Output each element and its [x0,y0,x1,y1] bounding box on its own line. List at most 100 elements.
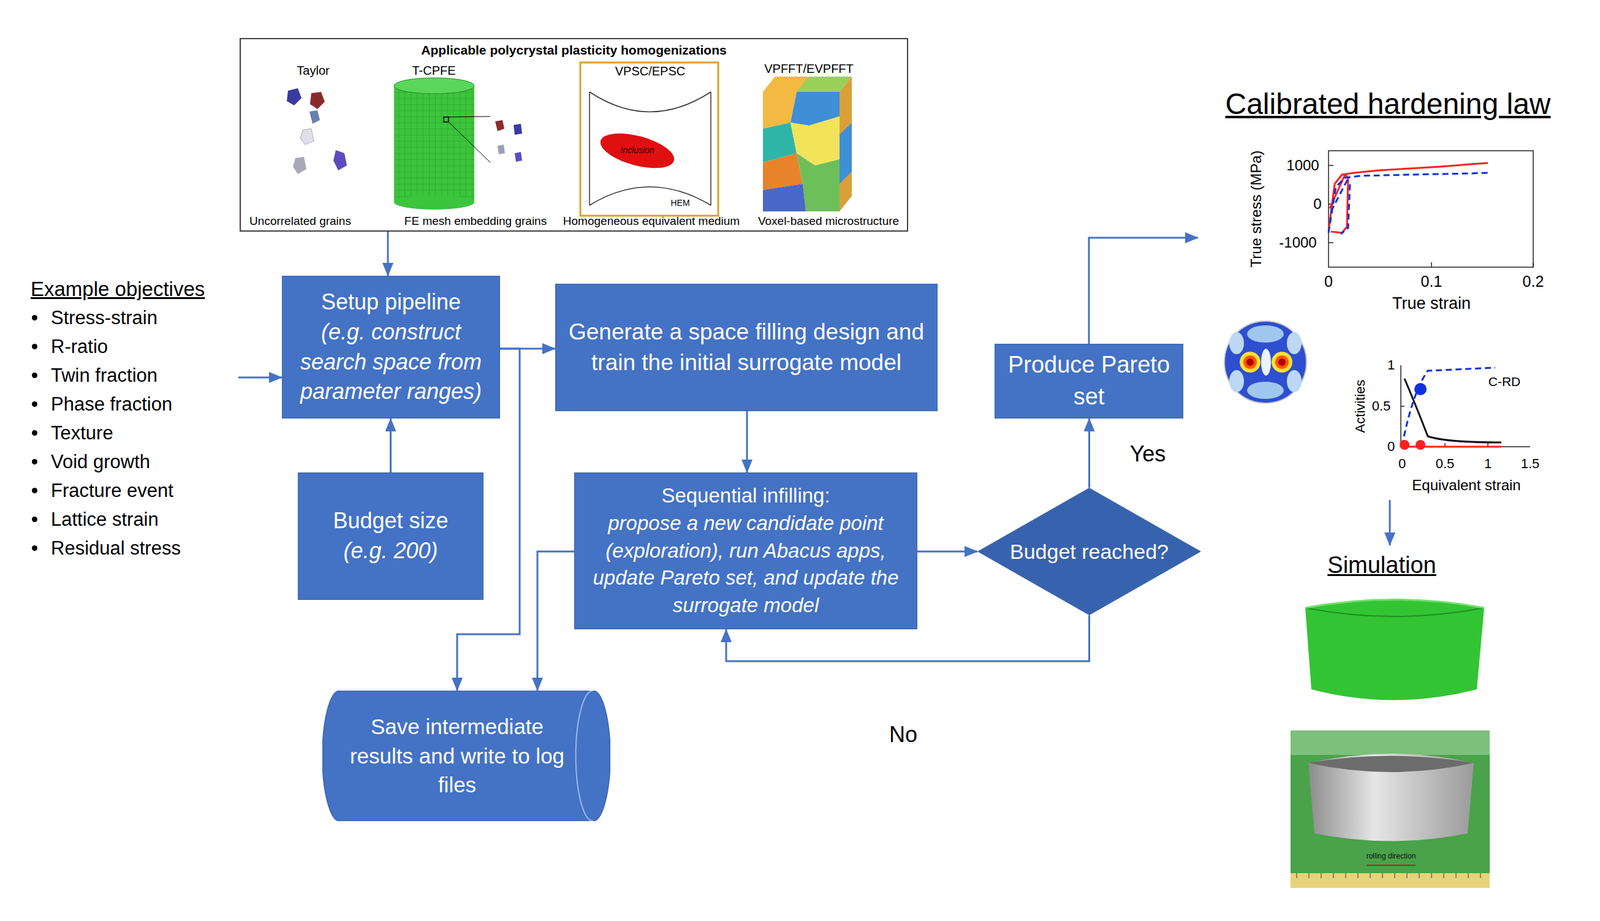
flow-arrow [387,231,390,276]
node-text: Residual stress [50,533,181,563]
bullet-dot [31,487,38,494]
caption-label: Inclusion [620,145,654,156]
cylinder-body [322,690,611,822]
text-stack: Save intermediate results and write to l… [322,690,611,822]
flow-arrow [1088,418,1091,488]
text-stack: Setup pipeline(e.g. construct search spa… [282,276,500,418]
process-box: Setup pipeline(e.g. construct search spa… [281,275,501,419]
axis-label: 0.2 [1522,273,1545,291]
bullet-row: Stress-strain [24,303,158,333]
text-stack: Simulation [1268,545,1496,892]
caption-label: Homogeneous equivalent medium [563,215,740,228]
bullet-row: Twin fraction [24,360,158,390]
caption-label: T-CPFE [411,63,456,78]
node-text: Generate a space filling design and trai… [565,316,928,379]
caption-label: Voxel-based microstructure [758,215,899,228]
node-text: Budget size [332,506,448,537]
caption-label: Uncorrelated grains [249,215,352,228]
axis-label: Activities [1353,379,1368,434]
text-stack: Produce Pareto set [995,344,1183,418]
heading-text: Applicable polycrystal plasticity homoge… [420,41,727,60]
node-text: propose a new candidate point (explorati… [584,509,907,621]
axis-label: -1000 [1278,234,1317,251]
bullet-row: Void growth [24,447,151,477]
bullet-row: Residual stress [24,533,181,563]
storage-cylinder: Save intermediate results and write to l… [322,690,611,822]
heading-text: Simulation [1327,551,1436,580]
bullet-dot [31,314,38,321]
axis-label: 1 [1484,456,1492,472]
node-text: Twin fraction [50,360,158,390]
bullet-row: Phase fraction [24,389,173,419]
node-text: (e.g. construct search space from parame… [291,317,491,408]
caption-label: HEM [670,198,690,208]
bullet-dot [31,401,38,407]
axis-label: 1000 [1286,157,1319,174]
caption-label: Taylor [296,63,330,78]
axis-label: 0 [1398,456,1406,472]
caption-label: VPFFT/EVPFFT [764,61,854,76]
text-stack: Calibrated hardening law [1198,86,1578,501]
axis-label: True strain [1392,294,1471,314]
bullet-row: R-ratio [24,332,108,361]
axis-label: 1 [1387,357,1395,373]
axis-label: 0.5 [1372,398,1392,414]
flow-arrow [537,551,575,691]
axis-label: 0 [1324,273,1333,291]
edge-label: Yes [1127,441,1169,467]
decision-diamond: Budget reached? [977,487,1202,616]
node-text: Lattice strain [50,504,159,534]
node-text: R-ratio [50,332,108,361]
bullet-row: Texture [24,418,114,448]
axis-label: 0 [1387,439,1395,455]
node-text: Fracture event [50,476,174,505]
cylinder-end [576,690,594,822]
axis-label: 0 [1313,196,1322,213]
result-panel: Calibrated hardening law [1198,86,1578,501]
bullet-row: Lattice strain [24,504,159,534]
bullet-dot [31,458,38,465]
bullet-row: Fracture event [24,476,174,505]
axis-label: 0.1 [1421,273,1443,291]
bullet-dot [31,372,38,379]
flow-arrow [746,411,749,473]
node-text: Stress-strain [50,303,158,333]
axis-label: C-RD [1488,374,1521,389]
flow-arrow [1389,500,1392,546]
text-stack: Example objectivesStress-strainR-ratioTw… [24,274,236,569]
text-stack: Sequential infilling:propose a new candi… [574,473,917,629]
flow-arrow [917,550,978,553]
axis-label: 1.5 [1520,456,1540,472]
node-text: Texture [50,418,114,448]
process-box: Generate a space filling design and trai… [555,283,938,412]
axis-label: True stress (MPa) [1248,150,1265,268]
node-text: Setup pipeline [321,287,461,318]
edge-label: No [886,722,920,747]
flow-arrow [1088,237,1199,344]
flow-arrow [389,418,392,473]
bullet-dot [31,516,38,523]
flow-arrow [238,376,282,379]
axis-label: 0.5 [1435,456,1455,472]
bullet-dot [31,430,38,436]
text-stack: Budget reached? [977,487,1202,616]
text-stack: Generate a space filling design and trai… [555,284,937,411]
node-text: Budget reached? [1009,537,1169,566]
result-panel: Simulation [1268,545,1496,892]
node-text: Produce Pareto set [1006,349,1172,413]
process-box: Budget size(e.g. 200) [297,472,484,600]
node-text: Save intermediate results and write to l… [343,712,572,800]
photo-label: rolling direction [1366,852,1417,861]
bullet-dot [31,545,38,551]
diamond-outline [977,487,1202,616]
node-text: Void growth [50,447,151,477]
process-box: Produce Pareto set [994,343,1184,419]
node-text: (e.g. 200) [343,536,438,567]
heading-text: Example objectives [24,274,205,304]
objective-list: Example objectivesStress-strainR-ratioTw… [24,274,236,569]
caption-label: FE mesh embedding grains [404,215,547,228]
node-text: Sequential infilling: [661,482,830,510]
process-box: Sequential infilling:propose a new candi… [574,472,918,630]
caption-label: VPSC/EPSC [615,64,686,78]
